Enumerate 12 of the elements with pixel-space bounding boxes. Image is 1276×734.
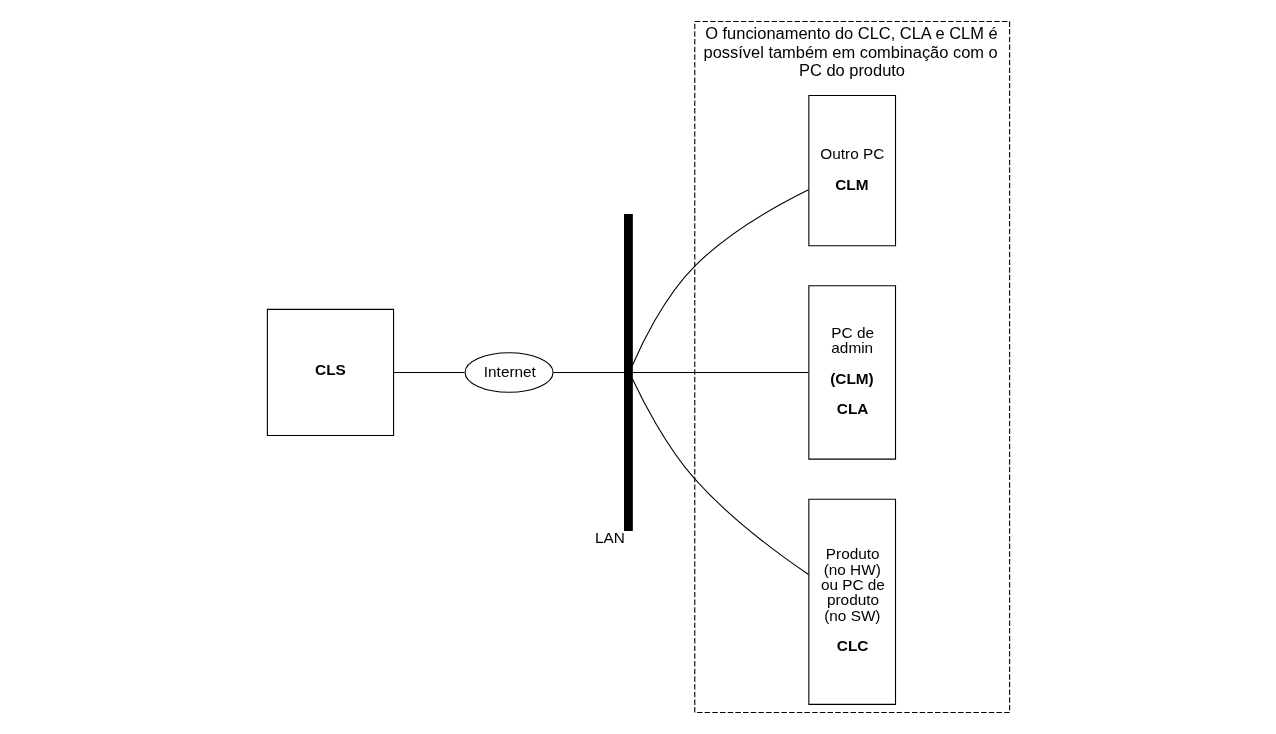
connector [631, 371, 809, 374]
node-box: Outro PC CLM [807, 94, 896, 247]
connector [392, 371, 465, 374]
connector [631, 189, 809, 367]
connector [552, 371, 625, 374]
node-box [623, 213, 633, 531]
connector [631, 378, 809, 576]
node-label: LAN [594, 528, 625, 546]
node-ellipse: Internet [464, 352, 554, 393]
node-box: PC de admin (CLM) CLA [807, 285, 896, 460]
node-box: CLS [266, 308, 394, 437]
node-box: Produto (no HW) ou PC de produto (no SW) CLC [807, 498, 896, 705]
